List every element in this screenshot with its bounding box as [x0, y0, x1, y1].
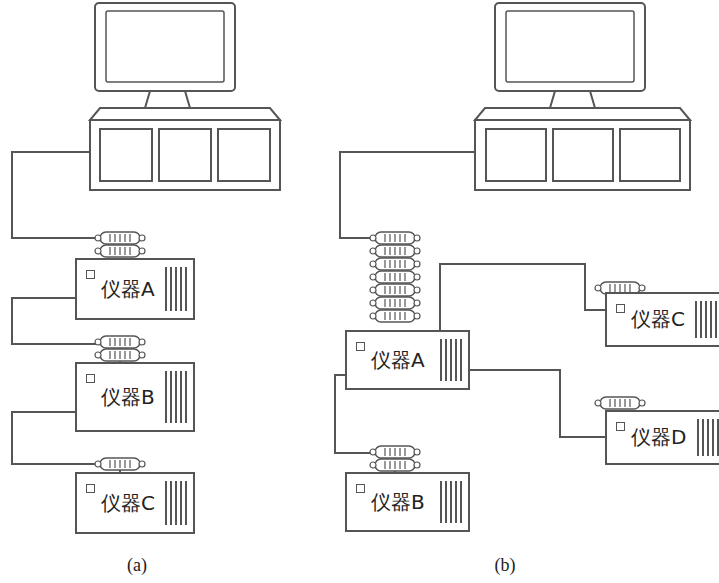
vent-stripes — [165, 267, 187, 311]
instrument-box: 仪器B — [345, 472, 470, 532]
instrument-name: 仪器A — [77, 276, 191, 303]
bus-cable — [470, 370, 605, 437]
instrument-box: 仪器C — [75, 472, 195, 534]
instrument-name: 仪器C — [77, 490, 191, 517]
instrument-box: 仪器A — [75, 258, 195, 320]
instrument-box: 仪器A — [345, 330, 470, 390]
computer — [475, 3, 690, 190]
vent-stripes — [165, 371, 187, 423]
instrument-box: 仪器C — [605, 292, 719, 347]
instrument-name: 仪器B — [347, 489, 461, 516]
panel-lamp — [86, 374, 95, 383]
instrument-box: 仪器B — [75, 362, 195, 432]
vent-stripes — [440, 481, 462, 523]
panel-lamp — [616, 304, 625, 313]
panel-lamp — [356, 484, 365, 493]
panel-lamp — [86, 484, 95, 493]
vent-stripes — [165, 481, 187, 525]
bus-cable — [440, 264, 605, 330]
cable — [340, 152, 475, 238]
vent-stripes — [697, 419, 719, 456]
instrument-name: 仪器D — [607, 424, 719, 451]
computer — [90, 3, 280, 190]
instrument-name: 仪器A — [347, 347, 461, 374]
panel-lamp — [616, 422, 625, 431]
panel-lamp — [356, 342, 365, 351]
subfigure-label: (a) — [127, 555, 147, 576]
subfigure-label: (b) — [495, 555, 516, 576]
instrument-box: 仪器D — [605, 410, 719, 465]
panel-lamp — [86, 270, 95, 279]
vent-stripes — [440, 339, 462, 381]
cable — [12, 152, 98, 238]
vent-stripes — [695, 301, 717, 338]
instrument-name: 仪器B — [77, 384, 191, 411]
instrument-name: 仪器C — [607, 306, 719, 333]
